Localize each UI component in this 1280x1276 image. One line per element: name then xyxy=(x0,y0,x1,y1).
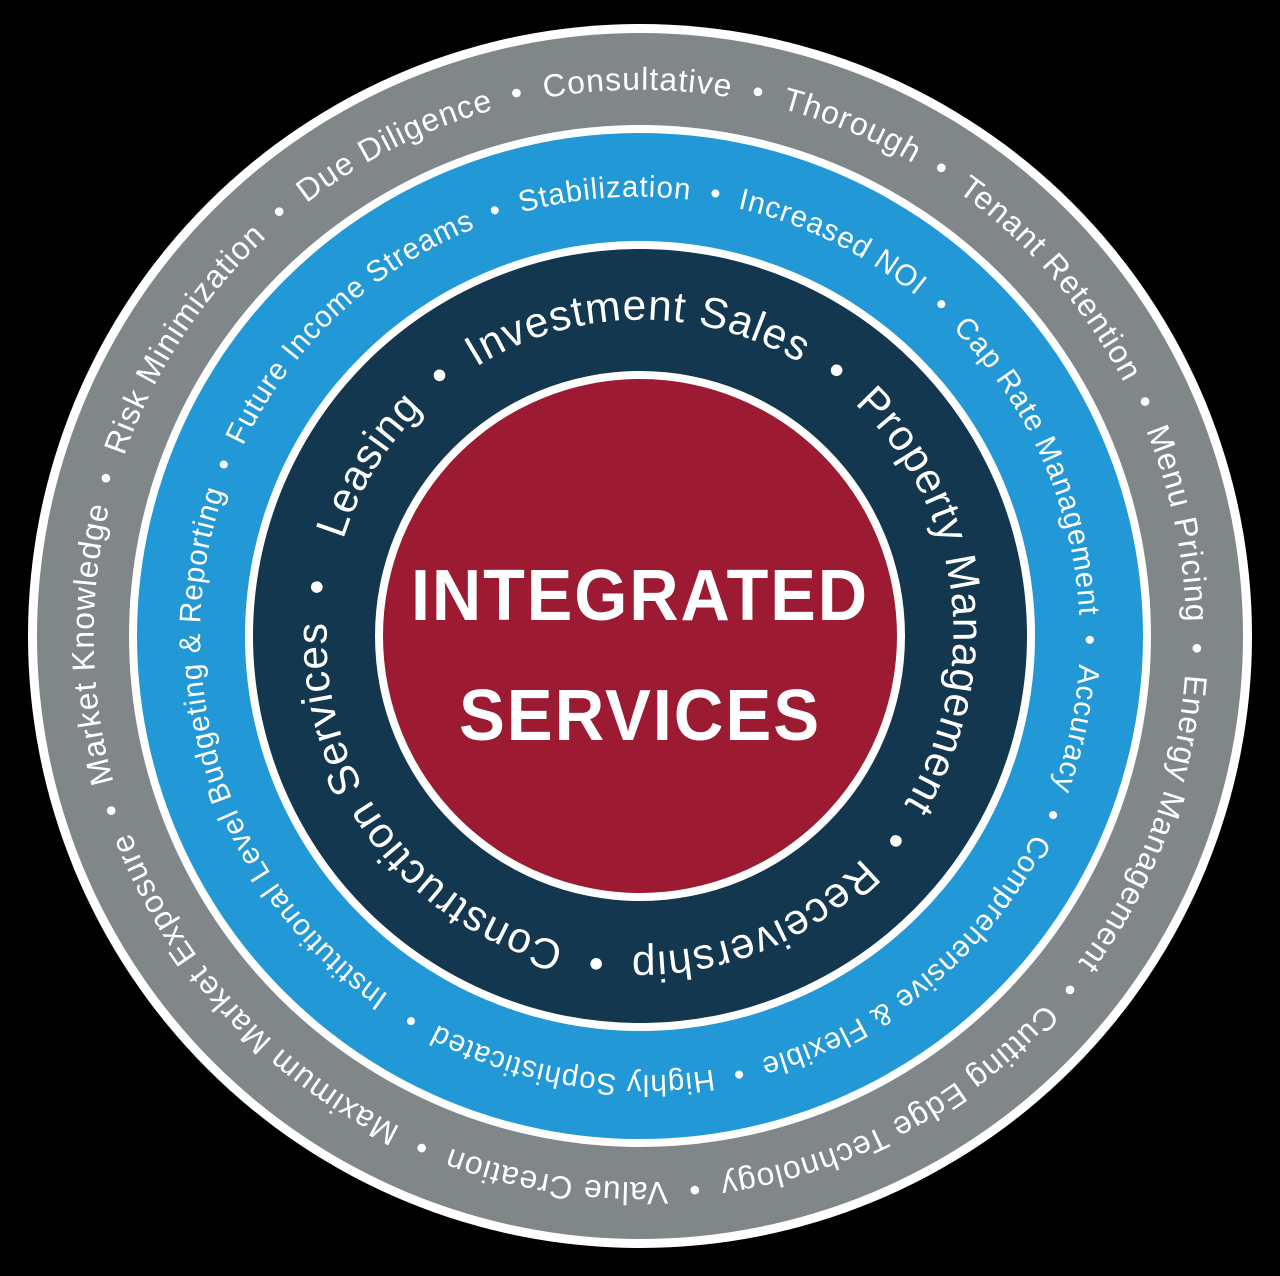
center-title-line1: INTEGRATED xyxy=(411,556,869,636)
center-circle xyxy=(383,379,897,893)
center-title-line2: SERVICES xyxy=(459,676,821,756)
